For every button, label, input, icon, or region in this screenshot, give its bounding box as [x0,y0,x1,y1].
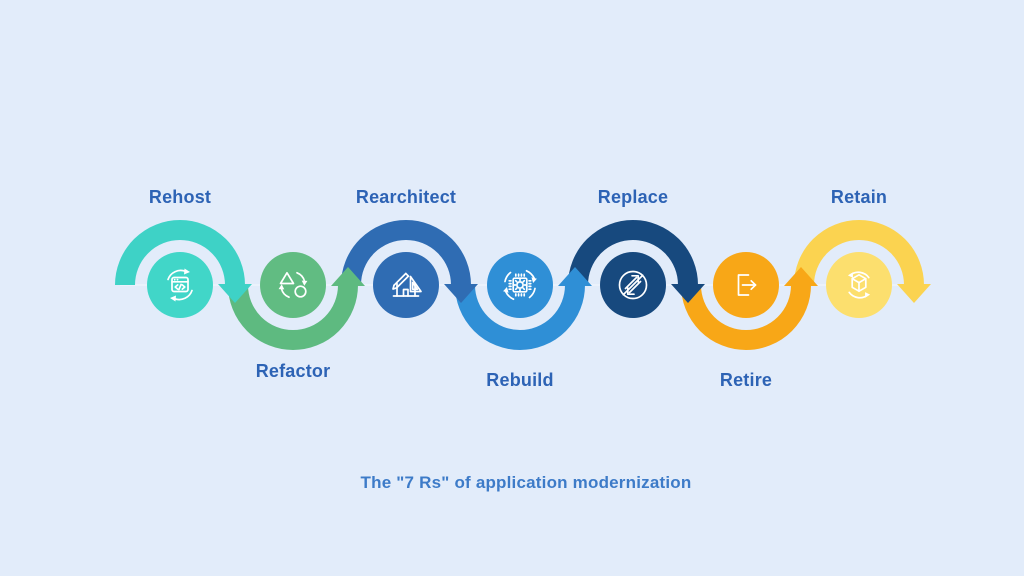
exit-door-icon [737,274,757,296]
step-label-refactor: Refactor [255,361,331,381]
flow-arrowhead-retire [784,267,818,286]
step-circle-rebuild [487,252,553,318]
cpu-gear-refresh-icon [503,269,537,301]
swap-arrows-icon [618,270,648,300]
step-label-rearchitect: Rearchitect [355,187,457,207]
cube-refresh-icon [847,271,871,299]
flow-arc-rebuild [455,284,585,350]
step-circle-rearchitect [373,252,439,318]
flow-arrowhead-retain [897,284,931,303]
code-window-refresh-icon [167,268,193,302]
flow-arrowhead-replace [671,284,705,303]
flow-arc-rearchitect [341,220,471,286]
flow-arc-rehost [115,220,245,286]
flow-arrowhead-rehost [218,284,252,303]
step-label-retain: Retain [830,187,888,207]
step-label-replace: Replace [597,187,669,207]
flow-arrowhead-rebuild [558,267,592,286]
step-label-retire: Retire [719,370,773,390]
flow-arc-retire [681,284,811,350]
shapes-transform-icon [278,271,308,299]
flow-arrowhead-refactor [331,267,365,286]
pencil-ruler-house-icon [392,272,422,297]
diagram-title: The "7 Rs" of application modernization [360,473,692,492]
step-label-rebuild: Rebuild [486,370,554,390]
step-circle-refactor [260,252,326,318]
flow-arc-refactor [228,284,358,350]
flow-arrowhead-rearchitect [444,284,478,303]
flow-arc-replace [568,220,698,286]
flow-arc-retain [794,220,924,286]
step-label-rehost: Rehost [148,187,212,207]
